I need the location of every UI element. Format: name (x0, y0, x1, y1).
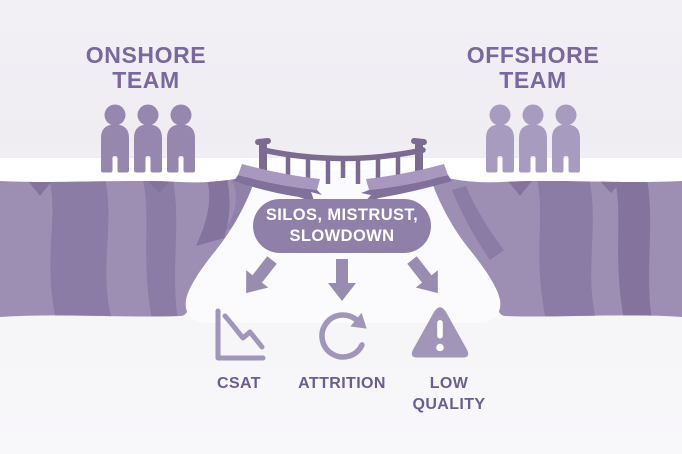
offshore-team-title: OFFSHORE TEAM (433, 43, 633, 93)
offshore-title-line1: OFFSHORE (466, 42, 600, 68)
bridge-right-post-cap (411, 137, 427, 146)
bridge-deck-left-top (238, 164, 320, 190)
left-cliff-texture (28, 174, 252, 317)
bridge-rail (260, 147, 426, 162)
outcome-label-attrition: ATTRITION (298, 375, 386, 392)
problems-pill-line2: SLOWDOWN (289, 227, 395, 245)
right-cliff-texture (452, 173, 652, 317)
broken-bridge-icon (234, 137, 452, 204)
outcome-arrows (246, 256, 438, 301)
warning-triangle-icon (411, 307, 469, 358)
down-left-arrow-icon (246, 256, 277, 294)
onshore-title-line1: ONSHORE (85, 42, 207, 68)
bridge-deck-left-under (234, 175, 322, 203)
onshore-title-line2: TEAM (112, 67, 180, 93)
problems-pill-line1: SILOS, MISTRUST, (265, 206, 419, 224)
declining-line-chart-icon (215, 308, 266, 361)
down-arrow-icon (328, 259, 356, 301)
offshore-title-line2: TEAM (499, 67, 567, 93)
problems-pill: SILOS, MISTRUST, SLOWDOWN (253, 199, 431, 253)
onshore-team-title: ONSHORE TEAM (46, 43, 246, 93)
bridge-deck-right-under (361, 175, 452, 204)
outcome-label-csat: CSAT (217, 375, 261, 392)
down-right-arrow-icon (407, 256, 438, 294)
cycle-arrow-icon (319, 312, 367, 360)
bridge-left-post-cap (255, 137, 271, 146)
bridge-deck-right-top (366, 164, 448, 190)
bridge-balusters (285, 153, 401, 184)
outcome-label-low-quality: LOW QUALITY (412, 375, 486, 413)
